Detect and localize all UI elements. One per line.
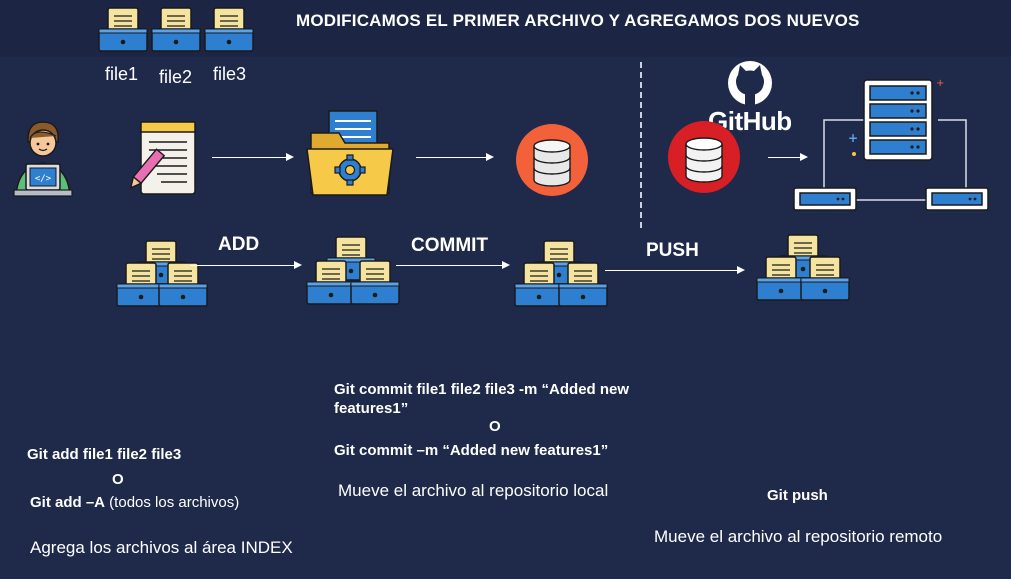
commit-step-label: COMMIT <box>411 235 489 256</box>
file-drawer-icon <box>151 7 201 52</box>
remote-repository-database-icon <box>668 121 740 193</box>
developer-icon: </> <box>13 121 73 197</box>
add-description: Agrega los archivos al área INDEX <box>30 538 293 557</box>
push-step-label: PUSH <box>646 240 699 261</box>
commit-description: Mueve el archivo al repositorio local <box>338 481 609 500</box>
push-arrow <box>605 266 745 274</box>
flow-arrow <box>768 153 808 161</box>
svg-text:+: + <box>848 131 858 145</box>
add-command-2: Git add –A (todos los archivos) <box>30 494 239 511</box>
files-stack-icon-local-repo <box>514 240 608 307</box>
svg-text:+: + <box>936 78 944 89</box>
add-or-separator: O <box>112 471 124 488</box>
add-command-2-note: (todos los archivos) <box>105 494 240 511</box>
document-edit-icon <box>129 121 196 195</box>
push-description: Mueve el archivo al repositorio remoto <box>654 527 943 546</box>
svg-text:</>: </> <box>35 174 52 184</box>
files-stack-icon-remote-repo <box>756 234 850 301</box>
commit-arrow <box>396 261 510 269</box>
file-label: file2 <box>159 67 193 87</box>
commit-command-1-line1: Git commit file1 file2 file3 -m “Added n… <box>334 381 630 398</box>
add-command-1: Git add file1 file2 file3 <box>27 446 182 463</box>
files-stack-icon-index <box>306 236 400 305</box>
commit-command-1-line2: features1” <box>334 400 409 417</box>
file-drawer-icon <box>98 7 148 52</box>
files-stack-icon-working <box>116 240 208 307</box>
commit-or-separator: O <box>489 418 501 435</box>
page-title: MODIFICAMOS EL PRIMER ARCHIVO Y AGREGAMO… <box>296 11 860 30</box>
flow-arrow <box>212 153 294 161</box>
file-drawers-icon-group <box>98 7 254 52</box>
add-step-label: ADD <box>218 234 260 255</box>
remote-server-icon: + + <box>793 78 989 211</box>
flow-arrow <box>416 153 494 161</box>
file-drawer-icon <box>204 7 254 52</box>
file-label: file1 <box>105 64 139 84</box>
add-arrow <box>190 261 302 269</box>
commit-command-2: Git commit –m “Added new features1” <box>334 442 609 459</box>
github-logo-icon <box>728 61 772 105</box>
file-label: file3 <box>213 64 247 84</box>
add-command-2-main: Git add –A <box>30 494 106 511</box>
folder-gear-icon <box>306 110 394 196</box>
local-repository-database-icon <box>516 124 588 196</box>
local-remote-divider <box>640 62 642 228</box>
push-command: Git push <box>767 487 828 504</box>
